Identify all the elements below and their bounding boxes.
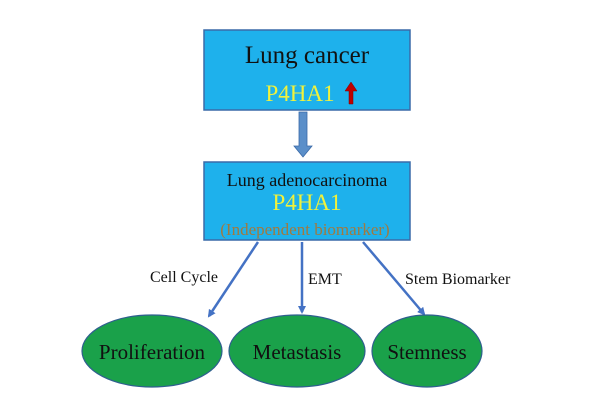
middle-box-title: Lung adenocarcinoma (227, 170, 387, 190)
edge-label-cell-cycle: Cell Cycle (150, 269, 218, 286)
edge-arrow-stem (362, 241, 426, 316)
edge-label-emt: EMT (308, 271, 342, 288)
middle-box: Lung adenocarcinoma P4HA1 (Independent b… (203, 161, 411, 241)
middle-box-note: (Independent biomarker) (220, 220, 389, 239)
outcome-label: Metastasis (253, 340, 342, 364)
down-block-arrow (293, 111, 313, 158)
outcome-proliferation: Proliferation (81, 314, 223, 388)
top-box: Lung cancer P4HA1 (203, 29, 411, 111)
top-box-gene: P4HA1 (265, 81, 334, 106)
middle-box-gene: P4HA1 (272, 190, 341, 215)
outcome-label: Stemness (387, 340, 466, 364)
up-arrow-icon (344, 81, 358, 105)
outcome-stemness: Stemness (371, 314, 483, 388)
outcome-label: Proliferation (99, 340, 206, 364)
edge-arrow-cell-cycle (207, 241, 260, 318)
top-box-title: Lung cancer (245, 42, 370, 69)
edge-label-stem-biomarker: Stem Biomarker (405, 271, 511, 288)
outcome-metastasis: Metastasis (228, 314, 366, 388)
